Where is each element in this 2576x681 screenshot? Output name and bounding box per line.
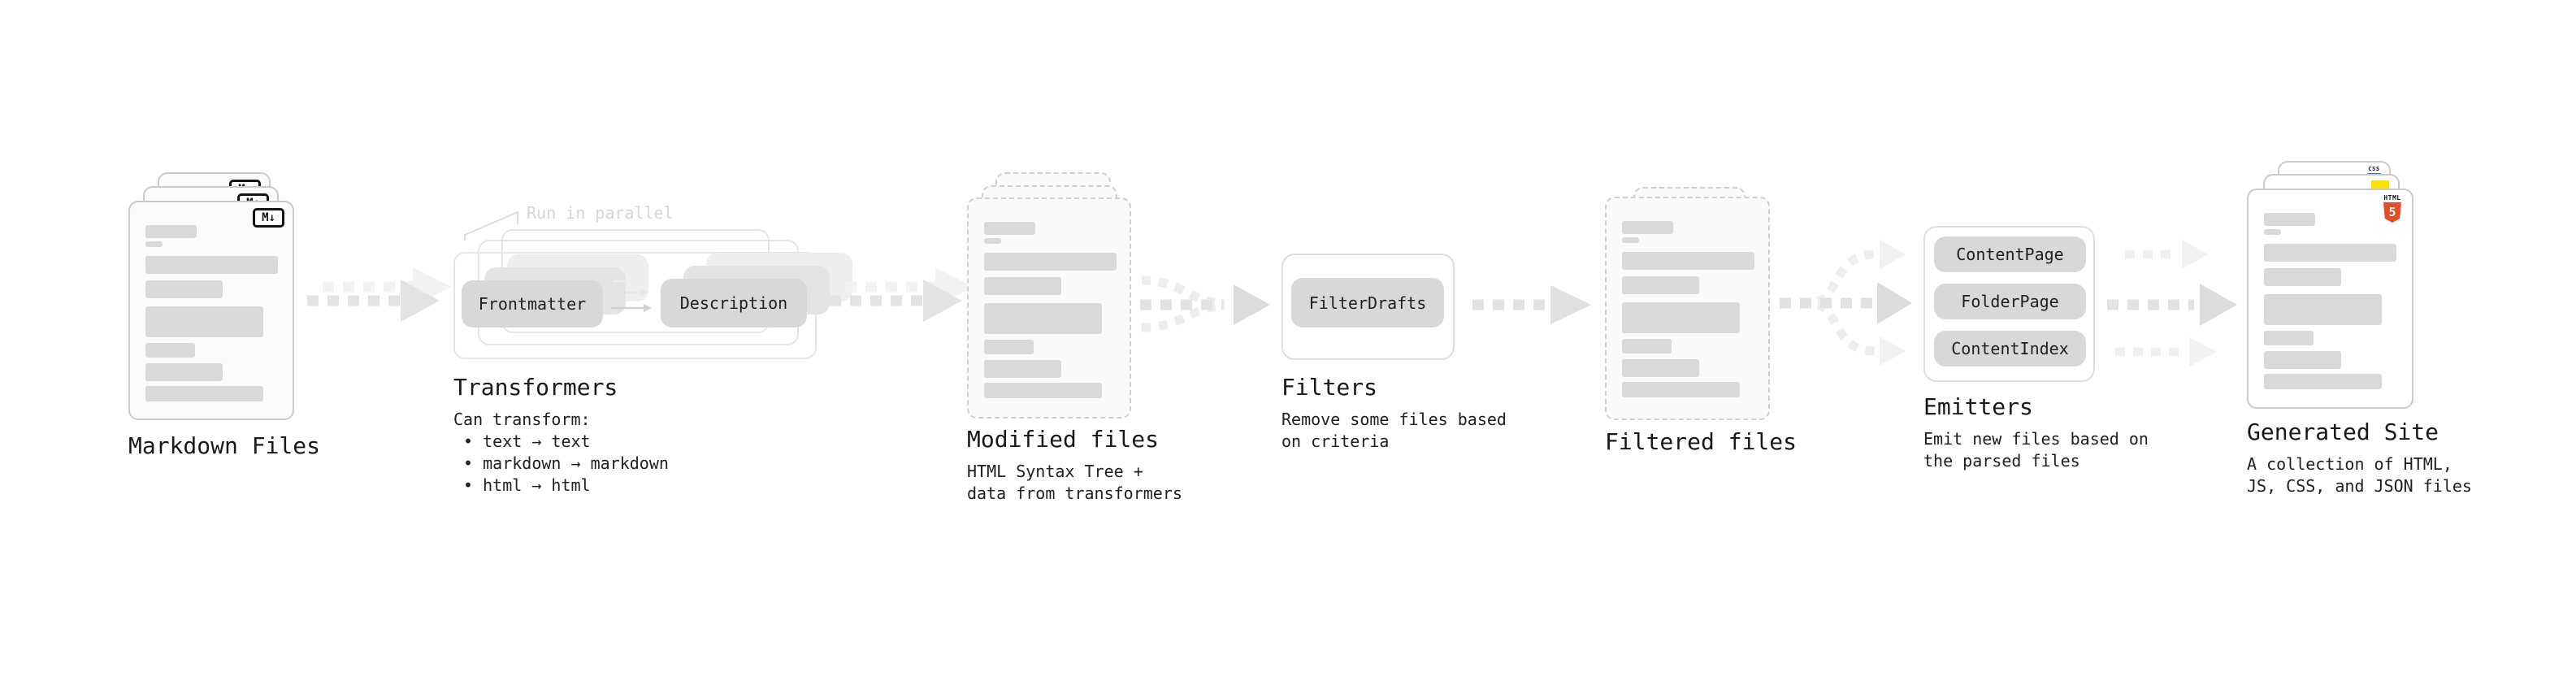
text-line-placeholder [984,222,1035,235]
generated-file-card-html: HTML 5 [2247,189,2413,409]
filters-label: Filters [1281,374,1378,401]
flow-arrow-filters-to-filtered [1472,285,1591,324]
text-line-placeholder [1622,302,1740,333]
filtered-file-card-front [1605,197,1770,420]
document-text-placeholder [145,225,280,404]
transformer-box-description: Description [661,279,807,327]
text-line-placeholder [145,225,197,238]
emitter-box-contentindex: ContentIndex [1934,331,2086,367]
text-line-placeholder [984,340,1034,354]
flow-arrow-filtered-to-emitters-diverge [1780,240,1912,366]
description-line: Emit new files based on [1923,429,2149,449]
description-line: • markdown → markdown [453,453,669,473]
css-icon-label: CSS [2368,166,2380,172]
description-line: data from transformers [967,484,1182,503]
text-line-placeholder [145,306,263,337]
text-line-placeholder [1622,382,1740,397]
text-line-placeholder [2264,351,2341,369]
text-line-placeholder [984,238,1001,244]
text-line-placeholder [1622,276,1699,294]
text-line-placeholder [984,277,1061,295]
markdown-icon: M↓ [253,208,284,228]
text-line-placeholder [2264,268,2341,286]
note-leader-line [464,210,518,241]
text-line-placeholder [145,256,278,274]
filters-description: Remove some files based on criteria [1281,409,1507,453]
description-line: A collection of HTML, [2247,454,2452,474]
flow-arrow-markdown-to-transformers [307,267,451,322]
emitter-box-contentpage: ContentPage [1934,236,2086,272]
flow-arrow-modified-to-filters-converge [1140,275,1270,332]
text-line-placeholder [1622,252,1754,270]
text-line-placeholder [2264,374,2382,389]
text-line-placeholder [984,253,1117,271]
generated-site-description: A collection of HTML, JS, CSS, and JSON … [2247,453,2472,497]
text-line-placeholder [145,343,195,358]
text-line-placeholder [145,241,163,247]
description-line: Can transform: [453,410,591,429]
text-line-placeholder [1622,221,1673,234]
flow-arrow-transformers-to-modified [830,267,974,322]
text-line-placeholder [2264,229,2281,235]
description-line: • text → text [453,432,591,451]
document-text-placeholder [2264,213,2398,392]
description-line: on criteria [1281,432,1390,451]
modified-file-card-front [967,197,1131,419]
markdown-file-card-front: M↓ [128,201,294,420]
text-line-placeholder [984,303,1102,334]
modified-files-label: Modified files [967,426,1160,453]
text-line-placeholder [984,360,1061,378]
html5-icon-shield: 5 [2383,202,2401,223]
filter-box-filterdrafts: FilterDrafts [1291,278,1444,327]
text-line-placeholder [2264,244,2396,262]
run-in-parallel-note: Run in parallel [527,203,674,223]
text-line-placeholder [2264,294,2382,325]
description-line: • html → html [453,475,591,495]
modified-files-description: HTML Syntax Tree + data from transformer… [967,461,1182,505]
html5-icon: HTML 5 [2382,194,2403,223]
text-line-placeholder [1622,237,1639,243]
text-line-placeholder [2264,213,2315,226]
flow-arrows-emitters-to-generated [2107,240,2237,367]
description-line: Remove some files based [1281,410,1507,429]
emitters-description: Emit new files based on the parsed files [1923,428,2149,472]
text-line-placeholder [1622,339,1672,354]
parallel-transform-arrows-icon [611,277,652,312]
emitter-box-folderpage: FolderPage [1934,284,2086,319]
html5-icon-word: HTML [2383,194,2401,202]
description-line: JS, CSS, and JSON files [2247,476,2472,496]
text-line-placeholder [984,383,1102,398]
generated-site-label: Generated Site [2247,419,2439,445]
transformer-box-frontmatter: Frontmatter [462,280,603,327]
transformers-description: Can transform: • text → text • markdown … [453,409,669,497]
emitters-label: Emitters [1923,393,2033,420]
text-line-placeholder [145,386,263,401]
text-line-placeholder [145,363,223,381]
text-line-placeholder [1622,359,1699,377]
description-line: the parsed files [1923,451,2080,471]
markdown-files-label: Markdown Files [128,432,321,459]
description-line: HTML Syntax Tree + [967,462,1143,481]
document-text-placeholder [984,222,1118,401]
filtered-files-label: Filtered files [1605,428,1798,455]
document-text-placeholder [1622,221,1756,400]
text-line-placeholder [2264,331,2314,345]
text-line-placeholder [145,280,223,298]
transformers-label: Transformers [453,374,618,401]
